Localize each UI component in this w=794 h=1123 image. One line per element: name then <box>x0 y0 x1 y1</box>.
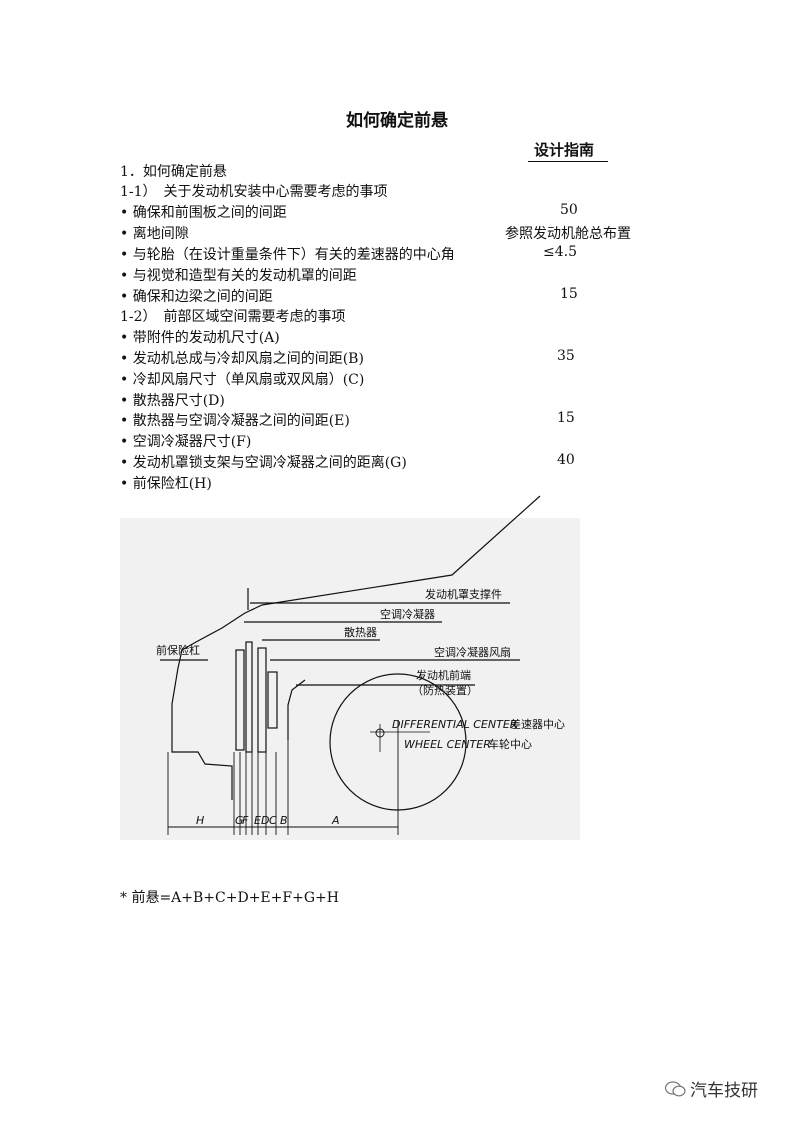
label-engine-front: 发动机前端 <box>416 668 471 682</box>
list-item-value: 参照发动机舱总布置 <box>505 226 631 242</box>
list-item: • 与视觉和造型有关的发动机罩的间距 <box>120 268 357 284</box>
label-condenser-fan: 空调冷凝器风扇 <box>434 645 511 659</box>
watermark: 汽车技研 <box>664 1076 758 1101</box>
page-subtitle: 设计指南 <box>528 139 609 162</box>
list-item: • 离地间隙 <box>120 226 189 242</box>
dim-label-b: B <box>280 814 288 827</box>
dim-label-f: F <box>242 814 249 827</box>
list-item-value: 15 <box>557 410 575 426</box>
list-item: • 确保和前围板之间的间距 <box>120 205 287 221</box>
list-item: • 空调冷凝器尺寸(F) <box>120 434 252 450</box>
condenser-fan-shape <box>267 671 278 729</box>
condenser-frame <box>245 641 253 753</box>
radiator-shape <box>257 647 267 753</box>
label-condenser: 空调冷凝器 <box>380 607 435 621</box>
list-item-value: 50 <box>560 202 578 218</box>
list-item: • 发动机罩锁支架与空调冷凝器之间的距离(G) <box>120 455 407 471</box>
label-wheel-center-en: WHEEL CENTER <box>404 738 491 751</box>
label-wheel-center-cn: 车轮中心 <box>488 737 532 751</box>
front-overhang-diagram: 发动机罩支撑件 空调冷凝器 散热器 前保险杠 空调冷凝器风扇 发动机前端 （防热… <box>120 495 580 840</box>
label-differential-center-en: DIFFERENTIAL CENTER <box>392 718 517 731</box>
dim-label-a: A <box>331 814 340 827</box>
label-front-bumper: 前保险杠 <box>156 643 200 657</box>
label-hood-support: 发动机罩支撑件 <box>425 587 502 601</box>
label-heat-shield: （防热装置） <box>412 683 478 697</box>
diagram-background <box>120 518 580 840</box>
label-radiator: 散热器 <box>344 625 377 639</box>
dim-label-h: H <box>196 814 204 827</box>
list-item: • 冷却风扇尺寸（单风扇或双风扇）(C) <box>120 372 365 388</box>
list-item: • 散热器尺寸(D) <box>120 393 225 409</box>
subsection-heading-1-1: 1-1） 关于发动机安装中心需要考虑的事项 <box>120 184 388 200</box>
watermark-text: 汽车技研 <box>690 1081 758 1101</box>
hood-outline <box>181 495 541 651</box>
list-item: • 带附件的发动机尺寸(A) <box>120 330 280 346</box>
list-item-value: ≤4.5 <box>543 244 577 260</box>
list-item: • 确保和边梁之间的间距 <box>120 289 273 305</box>
label-differential-center-cn: 差速器中心 <box>510 717 565 731</box>
list-item-value: 15 <box>560 286 578 302</box>
page-title: 如何确定前悬 <box>346 111 448 131</box>
list-item-value: 40 <box>557 452 575 468</box>
list-item-value: 35 <box>557 348 575 364</box>
wechat-icon <box>664 1080 686 1096</box>
differential-center-mark <box>375 728 385 738</box>
list-item: • 与轮胎（在设计重量条件下）有关的差速器的中心角 <box>120 247 455 263</box>
dim-label-d: D <box>261 814 269 827</box>
condenser-shape <box>235 649 245 751</box>
section-heading: 1．如何确定前悬 <box>120 164 227 180</box>
dim-label-c: C <box>269 814 277 827</box>
list-item: • 散热器与空调冷凝器之间的间距(E) <box>120 413 350 429</box>
bumper-outline <box>171 649 233 800</box>
dim-label-e: E <box>254 814 261 827</box>
subsection-heading-1-2: 1-2） 前部区域空间需要考虑的事项 <box>120 309 346 325</box>
list-item: • 发动机总成与冷却风扇之间的间距(B) <box>120 351 364 367</box>
dim-label-g: G <box>235 814 244 827</box>
formula-note: * 前悬=A+B+C+D+E+F+G+H <box>120 890 339 906</box>
list-item: • 前保险杠(H) <box>120 476 212 492</box>
